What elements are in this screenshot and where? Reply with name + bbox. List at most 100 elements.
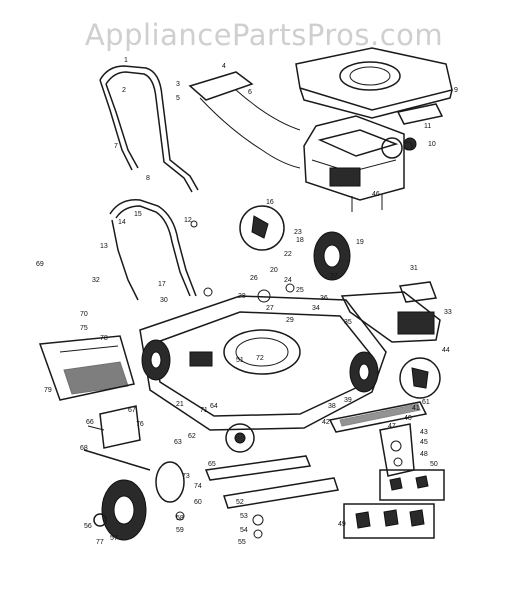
part-label: 72 bbox=[256, 355, 264, 362]
deck-right-wheel bbox=[349, 351, 379, 393]
part-label: 69 bbox=[36, 261, 44, 268]
part-label: 45 bbox=[420, 439, 428, 446]
part-label: 44 bbox=[442, 347, 450, 354]
part-label: 53 bbox=[240, 513, 248, 520]
grass-bag bbox=[38, 335, 135, 401]
mower-deck bbox=[139, 295, 387, 431]
part-label: 29 bbox=[286, 317, 294, 324]
part-label: 56 bbox=[84, 523, 92, 530]
part-label: 23 bbox=[294, 229, 302, 236]
part-labels: 1 2 3 4 5 6 7 8 9 10 11 12 13 14 15 16 1… bbox=[36, 57, 458, 546]
part-label: 54 bbox=[240, 527, 248, 534]
upper-handle bbox=[99, 65, 199, 193]
part-label: 1 bbox=[124, 57, 128, 64]
part-label: 33 bbox=[444, 309, 452, 316]
part-label: 28 bbox=[238, 293, 246, 300]
part-label: 79 bbox=[44, 387, 52, 394]
part-label: 36 bbox=[320, 295, 328, 302]
part-label: 65 bbox=[208, 461, 216, 468]
blade bbox=[204, 455, 339, 539]
bag-frame bbox=[83, 405, 151, 471]
deck-left-wheel bbox=[141, 339, 171, 381]
part-label: 5 bbox=[176, 95, 180, 102]
part-label: 50 bbox=[430, 461, 438, 468]
part-label: 73 bbox=[182, 473, 190, 480]
part-label: 9 bbox=[454, 87, 458, 94]
part-label: 2 bbox=[122, 87, 126, 94]
part-label: 41 bbox=[412, 405, 420, 412]
part-label: 38 bbox=[328, 403, 336, 410]
watermark: AppliancePartsPros.com bbox=[84, 18, 444, 52]
part-label: 3 bbox=[176, 81, 180, 88]
part-label: 58 bbox=[176, 515, 184, 522]
part-label: 43 bbox=[420, 429, 428, 436]
part-label: 18 bbox=[296, 237, 304, 244]
part-label: 20 bbox=[270, 267, 278, 274]
part-label: 25 bbox=[296, 287, 304, 294]
part-label: 8 bbox=[146, 175, 150, 182]
part-label: 62 bbox=[188, 433, 196, 440]
hardware-kit bbox=[343, 469, 445, 539]
part-label: 13 bbox=[100, 243, 108, 250]
part-label: 10 bbox=[428, 141, 436, 148]
part-label: 15 bbox=[134, 211, 142, 218]
part-label: 22 bbox=[284, 251, 292, 258]
height-adjuster bbox=[225, 401, 428, 453]
part-label: 47 bbox=[388, 423, 396, 430]
part-label: 64 bbox=[210, 403, 218, 410]
side-bracket bbox=[379, 423, 415, 477]
part-label: 42 bbox=[322, 419, 330, 426]
part-label: 74 bbox=[194, 483, 202, 490]
part-label: 39 bbox=[344, 397, 352, 404]
part-label: 4 bbox=[222, 63, 226, 70]
rear-chute bbox=[340, 281, 441, 343]
part-label: 46 bbox=[372, 191, 380, 198]
part-label: 76 bbox=[136, 421, 144, 428]
part-label: 30 bbox=[160, 297, 168, 304]
front-right-wheel bbox=[313, 231, 351, 281]
part-label: 66 bbox=[86, 419, 94, 426]
small-hardware bbox=[93, 141, 413, 527]
part-label: 31 bbox=[410, 265, 418, 272]
part-label: 59 bbox=[176, 527, 184, 534]
part-label: 6 bbox=[248, 89, 252, 96]
part-label: 52 bbox=[236, 499, 244, 506]
part-label: 55 bbox=[238, 539, 246, 546]
lower-handle bbox=[109, 199, 197, 301]
engine-shroud bbox=[295, 47, 453, 125]
part-label: 19 bbox=[356, 239, 364, 246]
part-label: 70 bbox=[80, 311, 88, 318]
part-label: 60 bbox=[194, 499, 202, 506]
part-label: 48 bbox=[420, 451, 428, 458]
part-label: 49 bbox=[338, 521, 346, 528]
part-label: 67 bbox=[128, 407, 136, 414]
part-label: 68 bbox=[80, 445, 88, 452]
part-label: 12 bbox=[184, 217, 192, 224]
detail-circle-top bbox=[239, 205, 285, 251]
rear-left-wheel bbox=[101, 479, 147, 541]
part-label: 16 bbox=[266, 199, 274, 206]
part-label: 34 bbox=[312, 305, 320, 312]
engine bbox=[303, 115, 417, 212]
part-label: 40 bbox=[404, 415, 412, 422]
part-label: 11 bbox=[424, 123, 431, 130]
wheels bbox=[101, 231, 379, 541]
control-bar bbox=[188, 71, 301, 169]
detail-circle-right bbox=[399, 357, 441, 399]
part-label: 51 bbox=[236, 357, 244, 364]
part-label: 17 bbox=[158, 281, 166, 288]
part-label: 24 bbox=[284, 277, 292, 284]
part-label: 75 bbox=[80, 325, 88, 332]
part-label: 35 bbox=[344, 319, 352, 326]
part-label: 21 bbox=[176, 401, 184, 408]
part-label: 78 bbox=[100, 335, 108, 342]
part-label: 71 bbox=[200, 407, 208, 414]
part-label: 37 bbox=[330, 273, 338, 280]
part-label: 14 bbox=[118, 219, 126, 226]
part-label: 26 bbox=[250, 275, 258, 282]
part-label: 32 bbox=[92, 277, 100, 284]
part-label: 63 bbox=[174, 439, 182, 446]
part-label: 57 bbox=[110, 535, 118, 542]
